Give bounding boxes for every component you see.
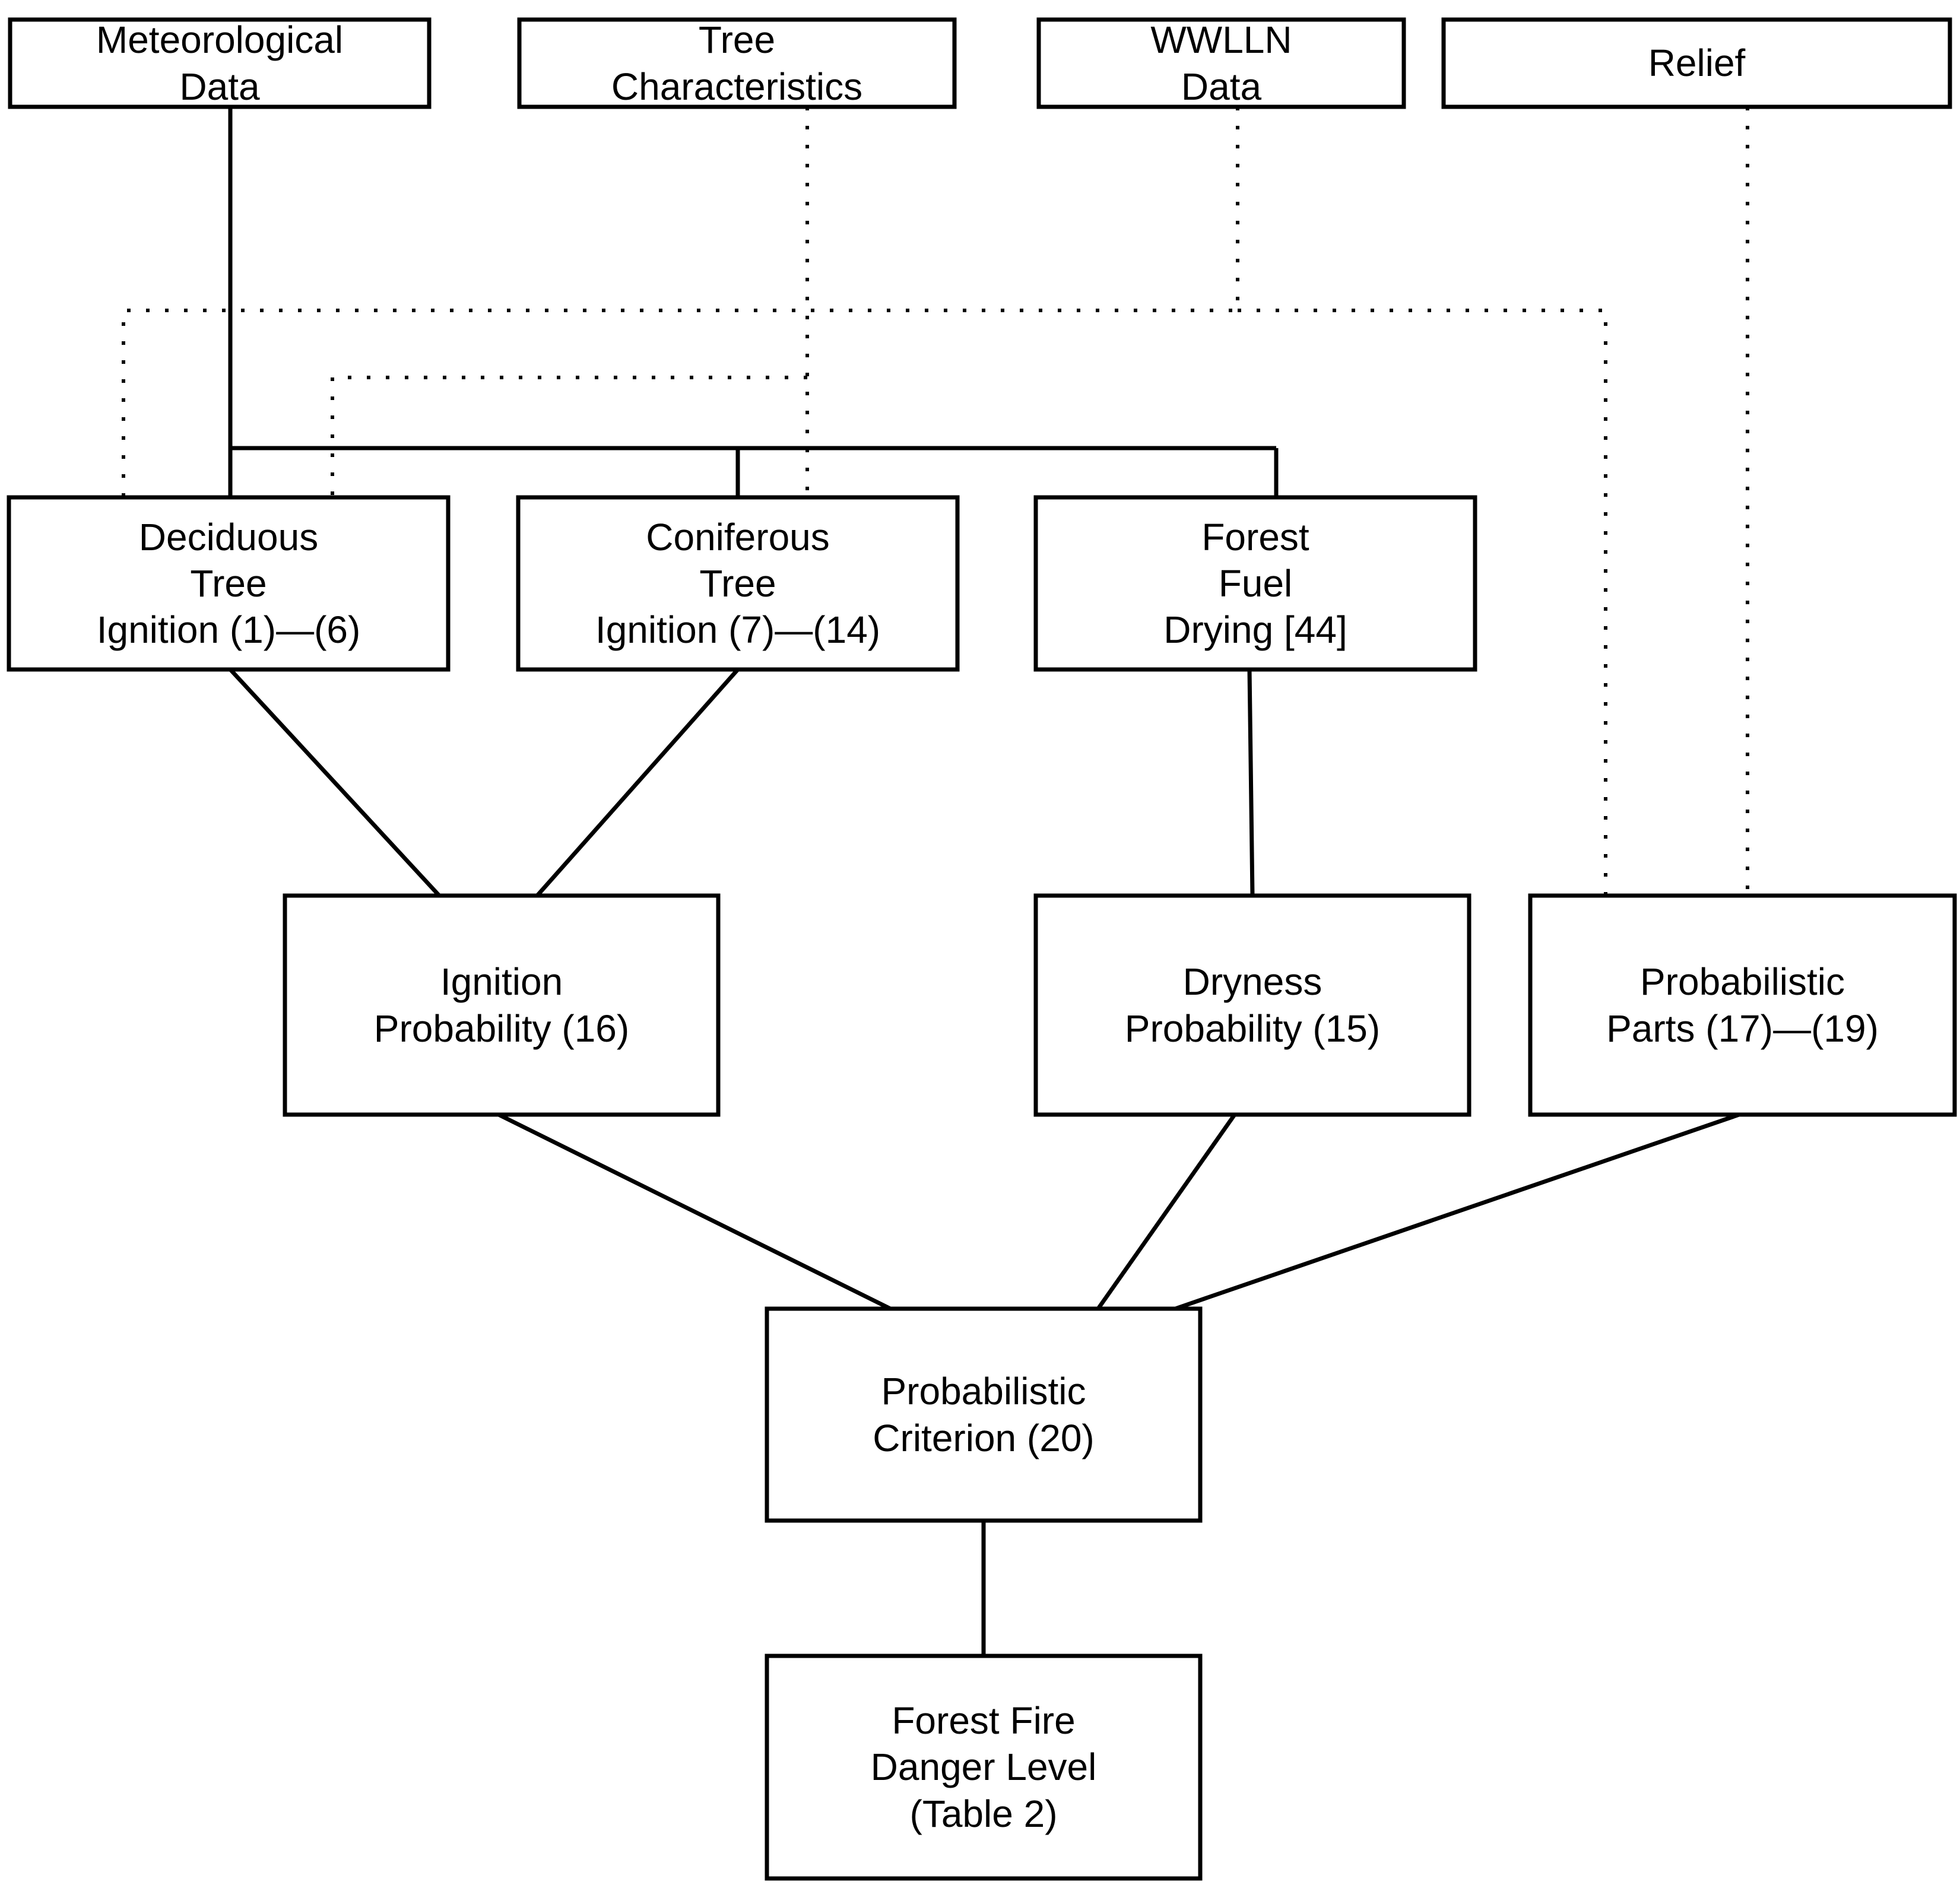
edge-ignition-probability-to-criterion <box>497 1112 892 1311</box>
node-box-forest-fire-danger-level[interactable] <box>765 1654 1203 1881</box>
node-box-wwlln-data[interactable] <box>1036 17 1406 109</box>
node-box-ignition-probability[interactable] <box>283 893 721 1117</box>
edge-dryness-probability-to-criterion <box>1096 1113 1236 1310</box>
node-box-probabilistic-criterion[interactable] <box>765 1306 1203 1523</box>
edge-wwlln-to-deciduous <box>122 107 1239 497</box>
edge-tree-characteristics-to-deciduous <box>331 376 807 497</box>
node-box-tree-characteristics[interactable] <box>517 17 957 109</box>
node-box-dryness-probability[interactable] <box>1033 893 1471 1117</box>
node-box-probabilistic-parts[interactable] <box>1528 893 1957 1117</box>
node-box-deciduous-tree-ignition[interactable] <box>7 495 451 672</box>
node-box-relief[interactable] <box>1441 17 1952 109</box>
edge-forest-fuel-to-dryness-probability <box>1247 669 1255 896</box>
edge-coniferous-to-ignition-probability <box>535 668 740 897</box>
node-box-coniferous-tree-ignition[interactable] <box>516 495 960 672</box>
node-box-meteorological-data[interactable] <box>8 17 432 109</box>
edge-deciduous-to-ignition-probability <box>229 668 441 897</box>
node-box-forest-fuel-drying[interactable] <box>1033 495 1477 672</box>
edge-probabilistic-parts-to-criterion <box>1174 1112 1740 1311</box>
